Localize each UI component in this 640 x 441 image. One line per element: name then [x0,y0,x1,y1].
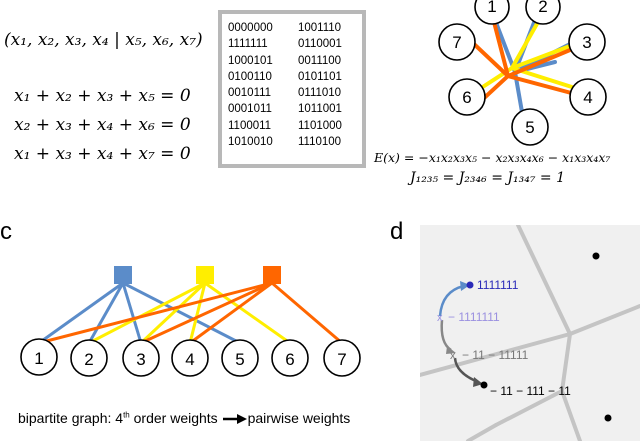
codeword: 0110001 [298,38,342,51]
hypergraph-diagram: 1 2 3 4 5 6 7 [438,0,607,146]
state-marker-x: x [437,312,443,324]
hyper-node-6 [448,78,486,116]
edges-orange [38,281,343,345]
point-label: − 11 − 11111 [462,348,529,362]
variable-node-label: 6 [285,350,294,369]
variable-node-3 [122,339,160,377]
variable-node-7 [323,339,361,377]
bipartite-graph: 1 2 3 4 5 6 7 [20,266,361,377]
arrowhead-blue [460,281,470,291]
coupling-constants: J₁₂₃₅ = J₂₃₄₆ = J₁₃₄₇ = 1 [410,170,565,186]
point-label: − 11 − 111 − 11 [490,384,571,398]
codeword: 0000000 [228,22,273,34]
hyper-node-label: 6 [462,88,471,107]
variable-node-label: 5 [235,350,244,369]
energy-function: E(x) = −x₁x₂x₃x₅ − x₂x₃x₄x₆ − x₁x₃x₄x₇ [374,150,611,165]
parity-equation-3: x₁ + x₃ + x₄ + x₇ = 0 [14,144,191,164]
variable-node-6 [271,339,309,377]
codeword-point [604,414,612,422]
variable-tuple: (x₁, x₂, x₃, x₄ | x₅, x₆, x₇) [4,30,203,50]
trajectory-arrow-blue [438,284,465,317]
hyper-node-label: 2 [538,0,547,16]
codeword: 1101000 [298,119,342,132]
codeword-column-left: 0000000 1111111 1000101 0100110 0010111 … [228,20,273,150]
codeword: 1000101 [228,54,273,67]
hyper-node-label: 3 [582,33,591,52]
codeword-table: 0000000 1111111 1000101 0100110 0010111 … [218,10,366,168]
voronoi-diagram: 1111111 x − 1111111 x − 11 − 11111 − 11 … [420,225,640,441]
edges-blue [38,281,241,345]
voronoi-background [420,225,640,441]
codeword-column-right: 1001110 0110001 0011100 0101101 0111010 … [298,20,342,150]
variable-node-label: 2 [84,350,93,369]
codeword: 0100110 [228,70,272,83]
panel-label-d: d [390,218,404,245]
hyper-node-4 [569,78,607,116]
codeword-point [466,281,474,289]
arrow-right-icon [222,414,247,425]
variable-node-label: 1 [34,349,43,368]
factor-node-orange [263,266,281,284]
variable-node-4 [171,339,209,377]
state-marker-x: x [450,350,456,362]
hyper-node-label: 4 [583,88,592,107]
codeword: 1110100 [298,136,342,149]
point-label: − 1111111 [448,310,500,324]
hyper-node-label: 7 [452,33,461,52]
codeword: 0010111 [228,87,272,100]
codeword: 1111111 [228,38,268,51]
codeword: 0001011 [228,103,272,116]
bipartite-caption: bipartite graph: 4th order weights pairw… [18,410,351,426]
hyper-node-label: 5 [525,118,534,137]
hyper-node-7 [438,23,476,61]
hyper-node-3 [568,23,606,61]
hyper-node-1 [474,0,510,25]
codeword: 0111010 [298,87,342,100]
codeword: 0011100 [298,54,342,67]
parity-equation-1: x₁ + x₂ + x₃ + x₅ = 0 [14,86,191,106]
hyperedge-orange [472,20,577,102]
arrowhead-gray-2 [473,377,483,387]
codeword: 1001110 [298,22,342,34]
variable-node-5 [221,339,259,377]
variable-node-2 [70,339,108,377]
arrowhead-gray-1 [446,346,456,354]
codeword: 1011001 [298,103,342,116]
hyper-node-label: 1 [487,0,496,16]
variable-node-label: 3 [136,350,145,369]
point-label: 1111111 [477,278,519,292]
codeword: 1010010 [228,136,273,149]
variable-node-label: 7 [337,350,346,369]
voronoi-boundaries [420,225,640,441]
parity-equation-2: x₂ + x₃ + x₄ + x₆ = 0 [14,115,191,135]
factor-node-blue [114,266,132,284]
codeword-point [480,381,488,389]
factor-node-yellow [196,266,214,284]
variable-node-1 [20,338,58,376]
codeword-point [592,252,600,260]
edges-yellow [88,281,291,345]
codeword: 0101101 [298,70,342,83]
panel-label-c: c [0,218,12,245]
variable-node-label: 4 [185,350,194,369]
codeword: 1100011 [228,119,272,132]
hyper-node-2 [525,0,561,25]
hyper-node-5 [511,108,549,146]
